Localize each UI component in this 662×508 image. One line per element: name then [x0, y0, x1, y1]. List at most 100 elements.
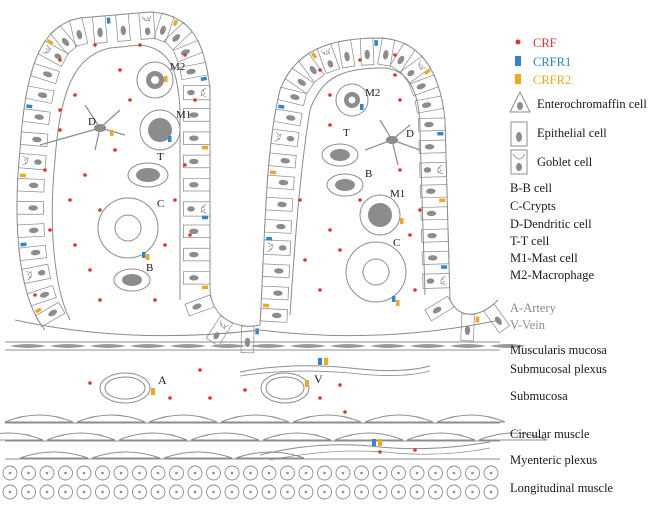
- epithelial-cell: [21, 104, 51, 126]
- cell-shape: [49, 25, 78, 55]
- muscle-fiber-cross-section: [465, 484, 480, 500]
- epithelial-cell: [359, 37, 379, 66]
- crf-dot: [378, 450, 382, 454]
- muscle-fiber-cross-section: [132, 465, 147, 481]
- crf-dot: [338, 383, 342, 387]
- crfr2-marker: [310, 52, 318, 59]
- muscle-nucleus: [397, 471, 400, 475]
- muscle-spindle: [170, 344, 206, 348]
- cell-shape: [263, 219, 293, 234]
- dendritic-cell-right: [364, 119, 421, 166]
- muscle-fiber: [76, 414, 146, 423]
- muscle-fiber-cross-section: [206, 465, 221, 481]
- crf-dot: [398, 98, 402, 102]
- crfr1-marker: [392, 296, 396, 302]
- epithelial-cell: [26, 285, 57, 307]
- crf-dot: [338, 248, 342, 252]
- crf-dot: [183, 53, 187, 57]
- crf-dot: [328, 93, 332, 97]
- crf-dot-icon: [515, 39, 521, 45]
- cell-shape: [182, 247, 211, 262]
- legend-b-cell: B-B cell: [510, 181, 553, 195]
- muscle-fiber-cross-section: [113, 484, 129, 500]
- crf-dot: [393, 53, 397, 57]
- legend-dendritic-cell: D-Dendritic cell: [510, 217, 592, 231]
- crfr1-marker: [318, 358, 322, 365]
- muscle-nucleus: [360, 471, 363, 475]
- cell-shape: [21, 263, 52, 285]
- muscle-spindle: [370, 344, 406, 348]
- cell-shape: [16, 201, 45, 215]
- crfr1-marker: [374, 39, 379, 46]
- epithelial-cell: [16, 173, 45, 193]
- muscle-fiber-cross-section: [428, 484, 443, 500]
- label-m2-left: M2: [170, 61, 185, 73]
- crf-dot: [198, 368, 202, 372]
- legend-symbols: [509, 39, 531, 175]
- epithelial-cell: [273, 104, 303, 127]
- legend-crfr1: CRFR1: [533, 55, 572, 69]
- muscle-fiber-cross-section: [187, 465, 203, 481]
- epithelial-cell: [337, 39, 356, 69]
- cell-shape: [138, 11, 156, 40]
- muscle-nucleus: [156, 471, 160, 475]
- crfr2-marker: [378, 439, 382, 446]
- crf-dot: [193, 98, 197, 102]
- muscularis-mucosa-layer: [5, 341, 526, 351]
- goblet-cell: [205, 315, 234, 347]
- muscle-fiber-cross-section: [483, 465, 499, 481]
- label-m1-left: M1: [176, 109, 191, 121]
- muscle-nucleus: [323, 490, 326, 494]
- label-m1-right: M1: [390, 188, 405, 200]
- cell-shape: [408, 74, 440, 97]
- epithelial-cell: [91, 15, 111, 44]
- cell-shape: [182, 131, 211, 145]
- crf-dot: [173, 198, 177, 202]
- crf-dot: [413, 288, 417, 292]
- crf-dot: [98, 208, 102, 212]
- muscle-nucleus: [156, 490, 160, 494]
- muscle-fiber: [19, 451, 89, 459]
- epithelial-cell: [34, 301, 66, 327]
- muscle-fiber-cross-section: [150, 465, 166, 481]
- cell-shape: [419, 184, 448, 199]
- goblet-cell: [37, 39, 69, 67]
- cell-shape: [273, 108, 303, 127]
- epithelial-cell: [420, 228, 449, 243]
- muscle-fiber: [478, 432, 548, 441]
- muscle-nucleus: [249, 490, 252, 494]
- crf-dot: [243, 388, 247, 392]
- goblet-cell: [422, 272, 451, 289]
- epithelial-cell: [408, 74, 440, 97]
- muscle-nucleus: [360, 490, 363, 494]
- villus-right: [259, 37, 511, 342]
- layer-muscularis-mucosa: Muscularis mucosa: [510, 343, 607, 357]
- cell-shape: [182, 201, 211, 217]
- muscle-nucleus: [304, 471, 308, 475]
- muscle-nucleus: [193, 490, 197, 494]
- macrophage-m2-left: [136, 61, 174, 99]
- cell-shape: [420, 206, 449, 221]
- goblet-cell: [400, 55, 432, 84]
- muscle-fiber-cross-section: [280, 484, 295, 500]
- muscle-nucleus: [286, 490, 289, 494]
- crf-dot: [73, 243, 77, 247]
- epithelial-cell: [16, 201, 45, 215]
- muscle-spindle: [90, 344, 126, 348]
- cell-shape: [205, 315, 234, 347]
- mast-cell-m1-left: [139, 109, 181, 151]
- label-artery: A: [158, 373, 167, 387]
- goblet-cell: [419, 161, 448, 178]
- muscle-fiber-cross-section: [150, 484, 166, 500]
- muscle-nucleus: [138, 490, 141, 494]
- legend-artery: A-Artery: [510, 301, 556, 315]
- muscle-fiber-cross-section: [409, 465, 425, 481]
- muscle-fiber-cross-section: [446, 484, 462, 500]
- muscle-fiber-cross-section: [298, 465, 314, 481]
- muscle-fiber-cross-section: [58, 465, 73, 481]
- cell-shape: [418, 139, 447, 154]
- cell-shape: [268, 152, 297, 169]
- epithelial-cell: [298, 52, 325, 83]
- epithelial-cell: [49, 25, 78, 55]
- crf-dot: [418, 208, 422, 212]
